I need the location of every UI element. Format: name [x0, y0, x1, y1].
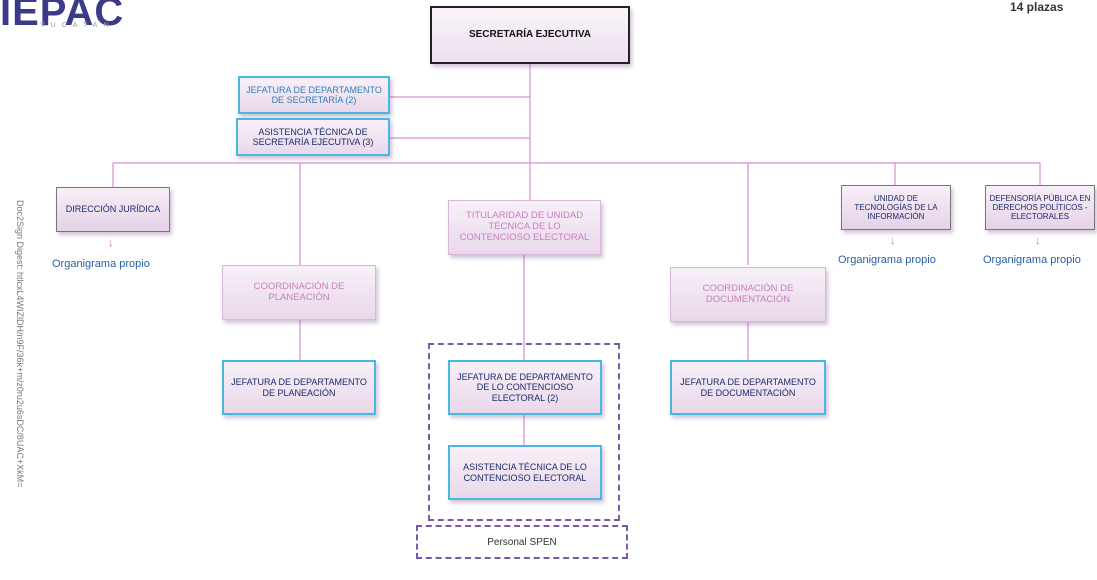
box-coordinacion-documentacion-label: COORDINACIÓN DE DOCUMENTACIÓN [702, 282, 794, 305]
box-jefatura-documentacion: JEFATURA DE DEPARTAMENTO DE DOCUMENTACIÓ… [670, 360, 826, 415]
box-defensoria: DEFENSORÍA PÚBLICA EN DERECHOS POLÍTICOS… [985, 185, 1095, 230]
box-jefatura-secretaria: JEFATURA DE DEPARTAMENTO DE SECRETARÍA (… [238, 76, 390, 114]
box-unidad-tecnologias: UNIDAD DE TECNOLOGÍAS DE LA INFORMACIÓN [841, 185, 951, 230]
box-defensoria-label: DEFENSORÍA PÚBLICA EN DERECHOS POLÍTICOS… [989, 193, 1091, 222]
box-direccion-juridica-label: DIRECCIÓN JURÍDICA [65, 204, 161, 215]
box-personal-spen-label: Personal SPEN [487, 536, 557, 548]
box-asistencia-contencioso: ASISTENCIA TÉCNICA DE LO CONTENCIOSO ELE… [448, 445, 602, 500]
arrow-down-icon: ↓ [108, 237, 114, 249]
box-titularidad-contencioso-label: TITULARIDAD DE UNIDAD TÉCNICA DE LO CONT… [459, 210, 590, 243]
box-jefatura-contencioso: JEFATURA DE DEPARTAMENTO DE LO CONTENCIO… [448, 360, 602, 415]
box-direccion-juridica: DIRECCIÓN JURÍDICA [56, 187, 170, 232]
box-jefatura-documentacion-label: JEFATURA DE DEPARTAMENTO DE DOCUMENTACIÓ… [680, 377, 816, 398]
box-jefatura-secretaria-label: JEFATURA DE DEPARTAMENTO DE SECRETARÍA (… [246, 84, 382, 105]
organigrama-juridica-label: Organigrama propio [52, 258, 150, 270]
box-secretaria-ejecutiva: SECRETARÍA EJECUTIVA [430, 6, 630, 64]
arrow-down-icon: ↓ [1035, 235, 1041, 247]
box-jefatura-planeacion-label: JEFATURA DE DEPARTAMENTO DE PLANEACIÓN [231, 377, 367, 398]
box-jefatura-contencioso-label: JEFATURA DE DEPARTAMENTO DE LO CONTENCIO… [457, 371, 593, 403]
box-coordinacion-planeacion: COORDINACIÓN DE PLANEACIÓN [222, 265, 376, 320]
box-asistencia-secretaria-label: ASISTENCIA TÉCNICA DE SECRETARÍA EJECUTI… [252, 126, 374, 147]
box-jefatura-planeacion: JEFATURA DE DEPARTAMENTO DE PLANEACIÓN [222, 360, 376, 415]
box-personal-spen: Personal SPEN [416, 525, 628, 559]
spen-dashed-group [428, 343, 620, 521]
box-coordinacion-documentacion: COORDINACIÓN DE DOCUMENTACIÓN [670, 267, 826, 322]
iepac-logo: IEPAC [0, 0, 125, 34]
logo-subtext: YUCATAN [40, 22, 115, 29]
box-titularidad-contencioso: TITULARIDAD DE UNIDAD TÉCNICA DE LO CONT… [448, 200, 601, 255]
box-coordinacion-planeacion-label: COORDINACIÓN DE PLANEACIÓN [253, 280, 345, 303]
organigrama-defensoria-label: Organigrama propio [983, 254, 1081, 266]
connector-lines [112, 63, 1041, 445]
box-secretaria-ejecutiva-label: SECRETARÍA EJECUTIVA [468, 29, 592, 41]
organigrama-tecnologias-label: Organigrama propio [838, 254, 936, 266]
box-unidad-tecnologias-label: UNIDAD DE TECNOLOGÍAS DE LA INFORMACIÓN [854, 193, 938, 222]
box-asistencia-contencioso-label: ASISTENCIA TÉCNICA DE LO CONTENCIOSO ELE… [463, 462, 587, 483]
arrow-down-icon: ↓ [890, 235, 896, 247]
box-asistencia-secretaria: ASISTENCIA TÉCNICA DE SECRETARÍA EJECUTI… [236, 118, 390, 156]
plazas-count: 14 plazas [1010, 0, 1064, 14]
